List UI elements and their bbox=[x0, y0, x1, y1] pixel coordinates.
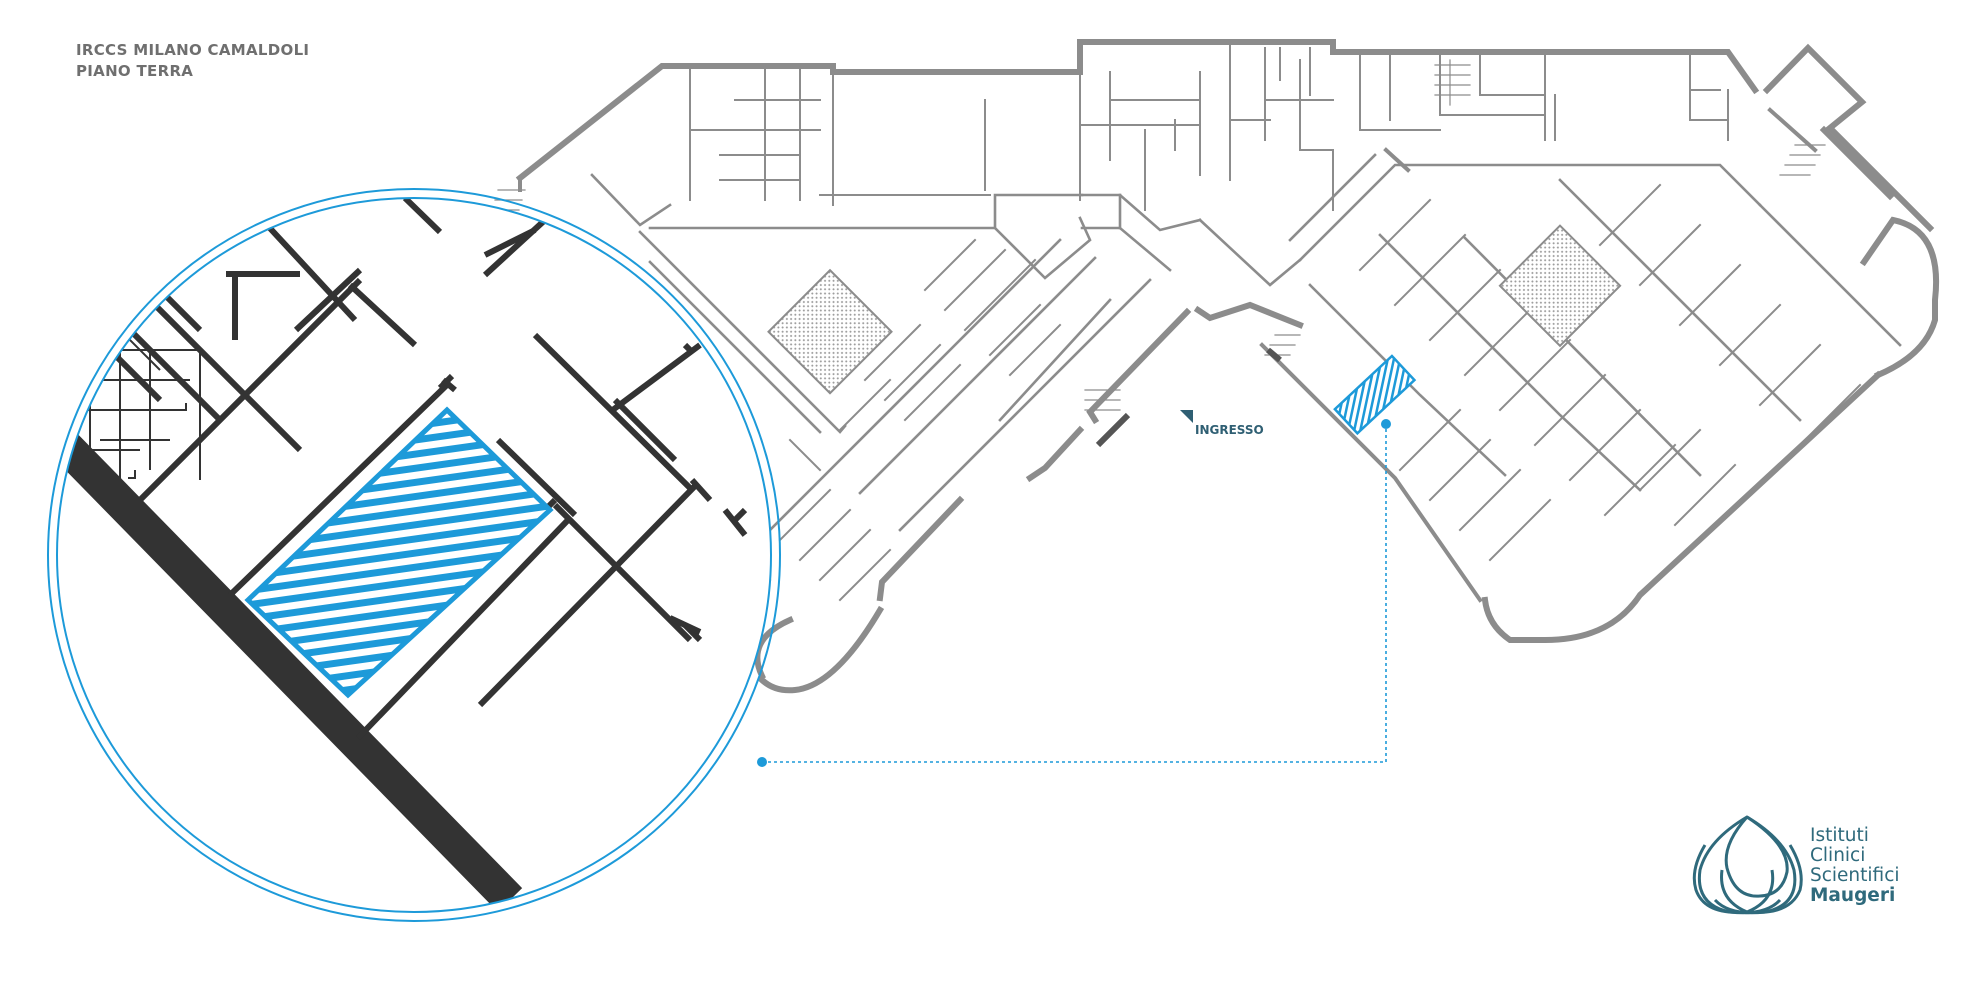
maugeri-logo-text: Istituti Clinici Scientifici Maugeri bbox=[1810, 826, 1900, 906]
map-header: IRCCS MILANO CAMALDOLI PIANO TERRA bbox=[76, 40, 309, 82]
logo-line-2: Clinici bbox=[1810, 845, 1866, 866]
courtyards bbox=[767, 224, 1622, 395]
maugeri-logo-icon bbox=[1692, 815, 1803, 915]
logo-brand: Maugeri bbox=[1810, 885, 1896, 906]
floor-name: PIANO TERRA bbox=[76, 62, 194, 80]
entrance-label: INGRESSO bbox=[1195, 423, 1264, 437]
site-name: IRCCS MILANO CAMALDOLI bbox=[76, 41, 310, 59]
stairwell-markers bbox=[1095, 347, 1282, 448]
highlighted-room[interactable] bbox=[1333, 354, 1417, 436]
highlighted-room-zoom bbox=[244, 406, 554, 699]
courtyard-east bbox=[1498, 224, 1622, 348]
courtyard-west bbox=[767, 268, 893, 395]
logo-line-1: Istituti bbox=[1810, 825, 1869, 846]
zoom-connector bbox=[757, 419, 1391, 767]
entrance-arrow-icon bbox=[1180, 410, 1193, 423]
logo-line-3: Scientifici bbox=[1810, 865, 1900, 886]
zoom-detail bbox=[47, 188, 781, 922]
building-outline bbox=[491, 39, 1939, 694]
